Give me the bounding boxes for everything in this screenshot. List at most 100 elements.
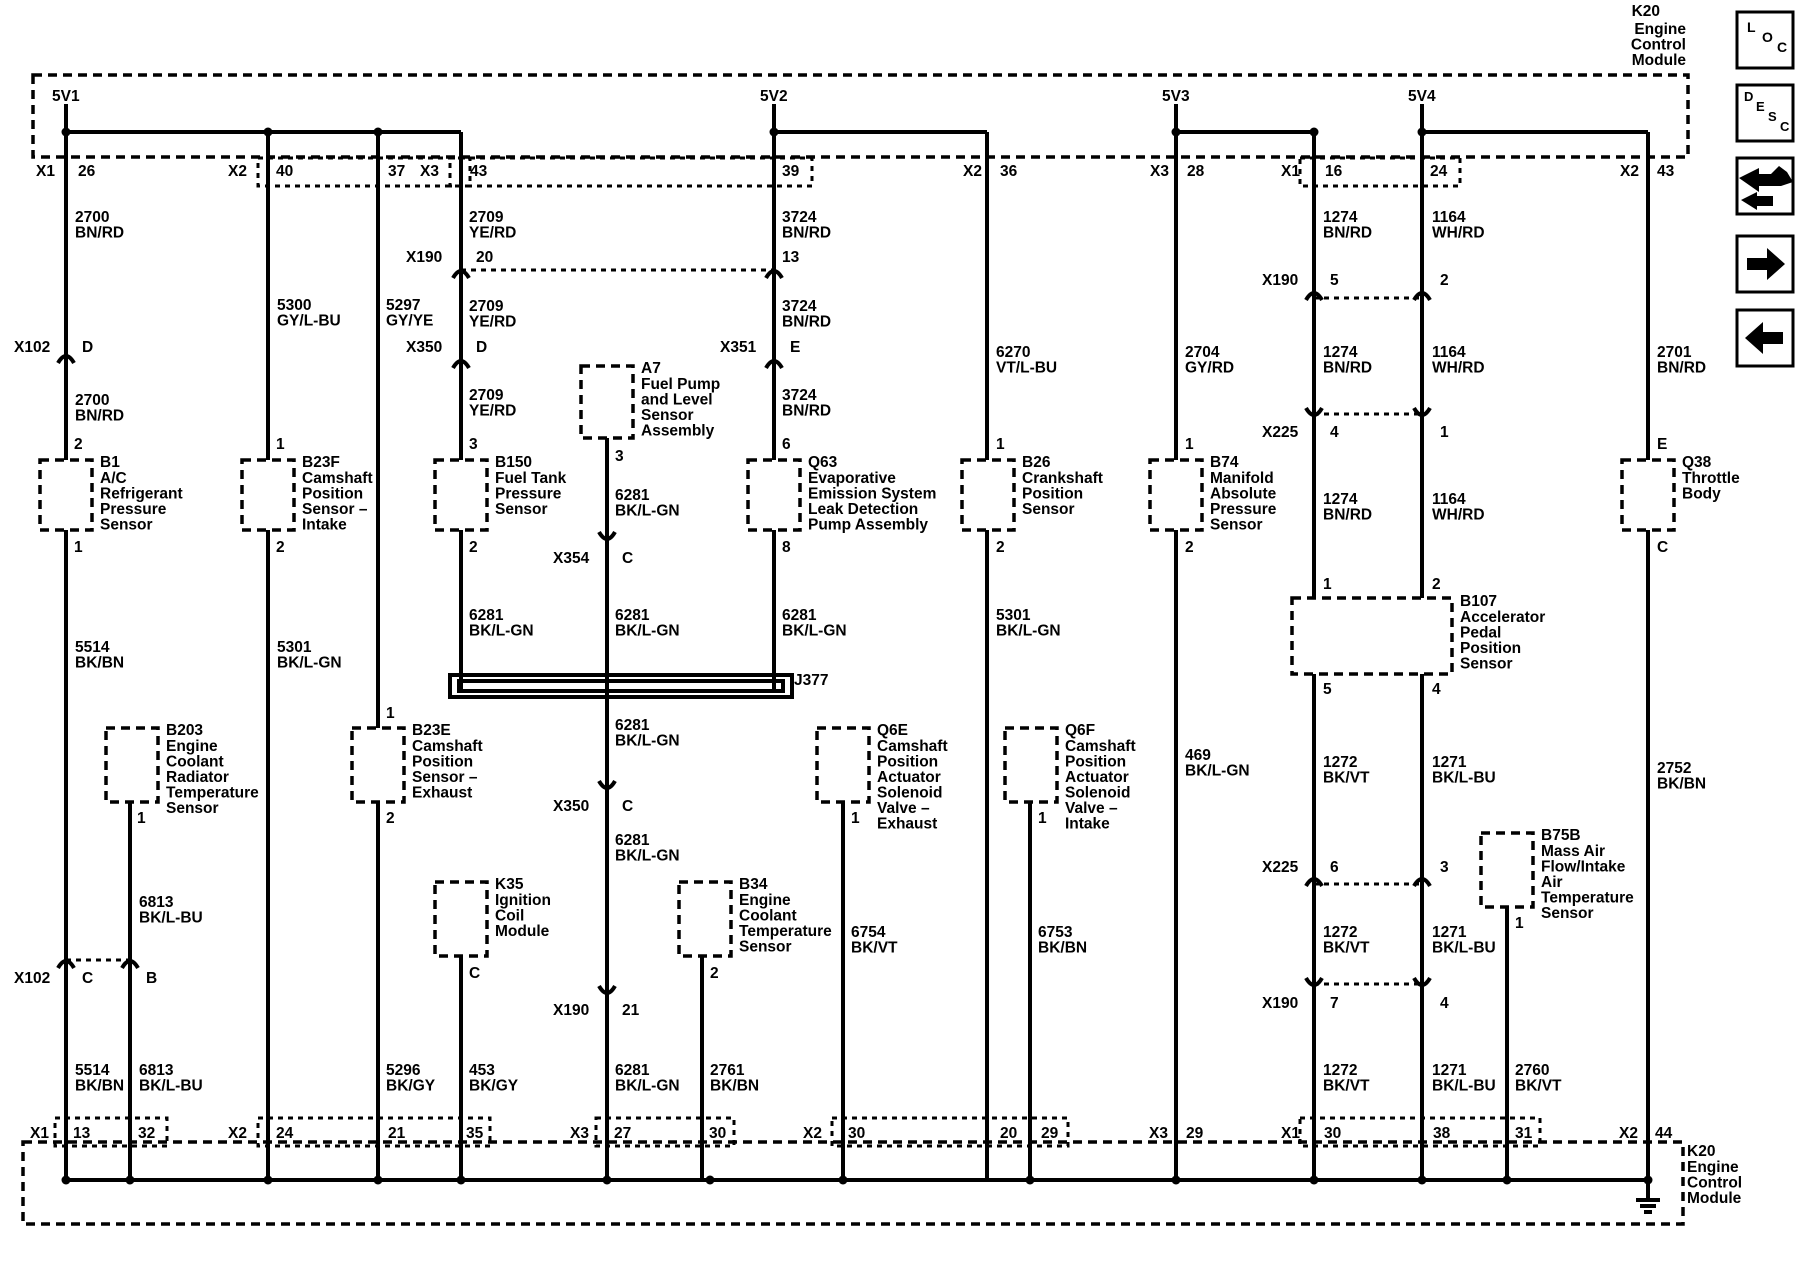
connector-X2b-bottom: [830, 1116, 1070, 1148]
circuit-number: 6281: [469, 607, 504, 624]
component-name: Emission System: [808, 486, 936, 503]
component-name: Sensor: [739, 939, 792, 956]
wire-color: BN/RD: [782, 225, 831, 242]
component-name: Camshaft: [412, 738, 483, 755]
pin-number: 1: [851, 810, 860, 827]
wire-color: BK/L-BU: [139, 910, 203, 927]
circuit-number: 5300: [277, 297, 311, 314]
component-id: Q6F: [1065, 722, 1095, 739]
wire-color: BK/VT: [1323, 1078, 1370, 1095]
connector-id: X190: [1262, 995, 1298, 1012]
pin-number: 16: [1325, 163, 1343, 180]
location-button[interactable]: LOC: [1735, 10, 1795, 70]
component-name: Pedal: [1460, 625, 1501, 642]
pin-number: 8: [782, 539, 791, 556]
component-name: Radiator: [166, 769, 229, 786]
component-A7-box: [579, 364, 635, 440]
previous-page-button[interactable]: [1735, 308, 1795, 368]
pin-letter: C: [622, 550, 633, 567]
wire-color: WH/RD: [1432, 360, 1485, 377]
component-B75B-box: [1479, 831, 1535, 909]
wire-color: BK/VT: [1323, 770, 1370, 787]
splice-J377-inner: [457, 679, 785, 693]
circuit-number: 6281: [782, 607, 817, 624]
pin-number: 2: [469, 539, 478, 556]
icon-letter: C: [1777, 39, 1787, 55]
wire-color: BK/VT: [1323, 940, 1370, 957]
circuit-number: 5301: [996, 607, 1031, 624]
component-name: Pressure: [100, 501, 167, 518]
connector-id: X1: [1281, 163, 1300, 180]
pin-letter: B: [146, 970, 157, 987]
circuit-number: 3724: [782, 387, 817, 404]
connector-X1-top: [1298, 156, 1462, 188]
circuit-number: 1164: [1432, 491, 1466, 508]
wire-color: GY/YE: [386, 313, 433, 330]
next-page-button[interactable]: [1735, 234, 1795, 294]
connector-id: X3: [420, 163, 439, 180]
wire-color: BK/L-BU: [1432, 940, 1496, 957]
wire-color: WH/RD: [1432, 507, 1485, 524]
component-B34-box: [677, 880, 733, 958]
circuit-number: 6754: [851, 924, 886, 941]
component-B150-box: [433, 458, 489, 532]
pin-number: 24: [276, 1125, 294, 1142]
circuit-number: 5296: [386, 1062, 421, 1079]
pin-number: 29: [1186, 1125, 1204, 1142]
component-id: K35: [495, 876, 524, 893]
component-name: Crankshaft: [1022, 470, 1103, 487]
connector-icon-button[interactable]: [1735, 156, 1795, 216]
icon-letter: D: [1744, 89, 1753, 104]
pin-letter: C: [469, 965, 480, 982]
pin-number: 44: [1655, 1125, 1673, 1142]
circuit-number: 5514: [75, 1062, 110, 1079]
connector-icon: [1739, 166, 1793, 210]
pin-number: 2: [1185, 539, 1194, 556]
pin-number: 2: [996, 539, 1005, 556]
pin-number: 20: [476, 249, 493, 266]
pin-number: 1: [1440, 424, 1449, 441]
component-name: Exhaust: [877, 816, 937, 833]
circuit-number: 6281: [615, 1062, 650, 1079]
pin-number: 2: [276, 539, 285, 556]
wire-color: BK/BN: [1657, 776, 1706, 793]
pin-number: 2: [1440, 272, 1449, 289]
connector-id: X351: [720, 339, 757, 356]
pin-number: 1: [137, 810, 146, 827]
circuit-number: 2709: [469, 209, 504, 226]
wire-color: BN/RD: [1323, 225, 1372, 242]
pin-number: 35: [466, 1125, 484, 1142]
wire-color: YE/RD: [469, 403, 516, 420]
connector-id: X190: [1262, 272, 1298, 289]
module-name: Engine: [1634, 21, 1686, 38]
pin-number: 2: [386, 810, 395, 827]
pin-letter: E: [1657, 436, 1667, 453]
pin-number: 39: [782, 163, 800, 180]
connector-id: X3: [1149, 1125, 1168, 1142]
pin-number: 37: [388, 163, 405, 180]
circuit-number: 2709: [469, 298, 504, 315]
pin-number: 29: [1041, 1125, 1059, 1142]
connector-id: X190: [553, 1002, 589, 1019]
wire-color: WH/RD: [1432, 225, 1485, 242]
pin-number: 13: [782, 249, 800, 266]
module-name-bottom: Control: [1687, 1175, 1742, 1192]
circuit-number: 3724: [782, 209, 817, 226]
component-name: Pump Assembly: [808, 517, 928, 534]
